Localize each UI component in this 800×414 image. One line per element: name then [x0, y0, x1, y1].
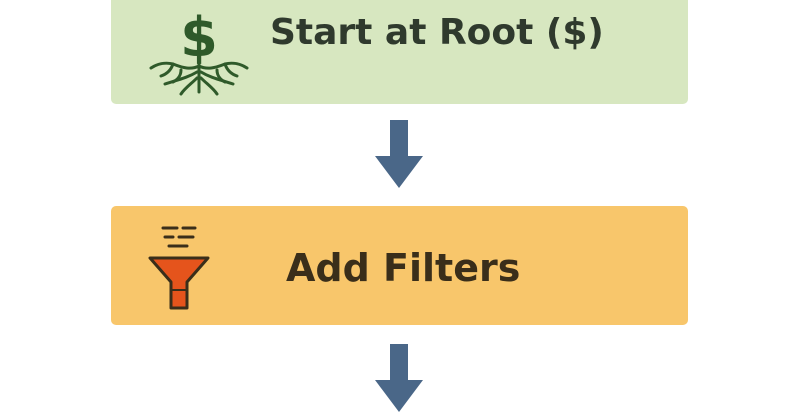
step-label: Start at Root ($) — [270, 12, 604, 53]
arrow-down-icon — [375, 344, 423, 412]
step-label: Add Filters — [286, 246, 521, 290]
dollar-roots-icon: $ — [149, 6, 249, 96]
step-start-at-root: $ Start at Root ($) — [111, 0, 688, 104]
funnel-icon — [148, 226, 210, 310]
step-add-filters: Add Filters — [111, 206, 688, 325]
arrow-down-icon — [375, 120, 423, 188]
